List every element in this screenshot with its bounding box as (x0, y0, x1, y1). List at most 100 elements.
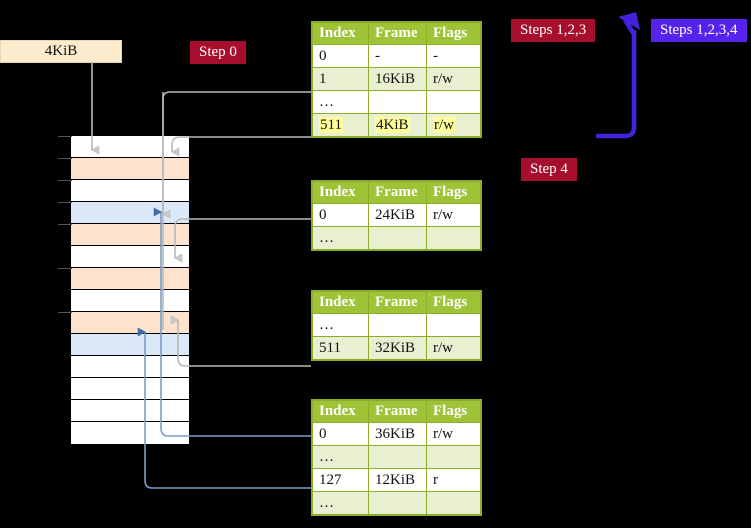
memory-tick (58, 224, 72, 225)
column-header-flags: Flags (426, 22, 481, 45)
table-row: … (312, 491, 481, 515)
memory-tick (58, 136, 72, 137)
table-cell (426, 445, 481, 469)
memory-frame-row (71, 400, 189, 422)
connector-table2-row0 (173, 218, 311, 263)
table-cell: … (312, 90, 369, 114)
table-cell: r/w (426, 422, 481, 446)
column-header-frame: Frame (368, 181, 427, 204)
memory-frame-row (71, 290, 189, 312)
table-row: 511 4KiB r/w (312, 113, 481, 137)
frame-label-4kib: 4KiB (0, 40, 122, 63)
table-cell: r/w (426, 203, 481, 227)
table-cell: r/w (426, 113, 481, 137)
table-cell (368, 90, 427, 114)
column-header-index: Index (312, 181, 369, 204)
memory-frame-row (71, 202, 189, 224)
table-cell: r/w (426, 67, 481, 91)
column-header-flags: Flags (426, 291, 481, 314)
column-header-frame: Frame (368, 22, 427, 45)
highlighted-value: 511 (319, 116, 343, 133)
column-header-flags: Flags (426, 400, 481, 423)
column-header-flags: Flags (426, 181, 481, 204)
connector-table3-row511 (170, 315, 311, 367)
badge-steps-123: Steps 1,2,3 (511, 19, 596, 42)
table-cell (426, 90, 481, 114)
memory-frame-row (71, 334, 189, 356)
memory-frame-row (71, 158, 189, 180)
memory-frame-row (71, 268, 189, 290)
memory-tick (58, 268, 72, 269)
badge-step-4: Step 4 (521, 158, 577, 181)
table-cell (368, 313, 427, 337)
highlighted-value: r/w (433, 116, 455, 133)
table-cell: - (426, 44, 481, 68)
table-cell: 24KiB (368, 203, 427, 227)
table-cell (368, 226, 427, 250)
memory-tick (58, 180, 72, 181)
table-cell: … (312, 445, 369, 469)
memory-frame-row (71, 180, 189, 202)
table-cell: 127 (312, 468, 369, 492)
column-header-index: Index (312, 291, 369, 314)
arrow-head-violet (618, 12, 640, 30)
table-cell: 0 (312, 44, 369, 68)
memory-frame-row (71, 136, 189, 158)
memory-tick (58, 202, 72, 203)
memory-tick (58, 158, 72, 159)
column-header-frame: Frame (368, 291, 427, 314)
physical-memory-column (70, 135, 190, 445)
table-row: … (312, 90, 481, 114)
column-header-index: Index (312, 400, 369, 423)
table-row: … (312, 226, 481, 250)
frame-label-text: 4KiB (44, 43, 78, 59)
table-cell (368, 491, 427, 515)
table-cell: r/w (426, 336, 481, 360)
memory-frame-row (71, 312, 189, 334)
table-cell: 0 (312, 422, 369, 446)
table-cell (426, 226, 481, 250)
table-cell: … (312, 491, 369, 515)
table-cell: … (312, 226, 369, 250)
arrow-steps-1234 (596, 30, 637, 139)
table-cell: 0 (312, 203, 369, 227)
memory-frame-row (71, 224, 189, 246)
column-header-frame: Frame (368, 400, 427, 423)
table-cell: 511 (312, 113, 369, 137)
memory-frame-row (71, 356, 189, 378)
table-cell: 4KiB (368, 113, 427, 137)
table-cell: 32KiB (368, 336, 427, 360)
table-cell: … (312, 313, 369, 337)
table-cell (426, 491, 481, 515)
table-cell: - (368, 44, 427, 68)
table-cell: 1 (312, 67, 369, 91)
badge-steps-1234: Steps 1,2,3,4 (651, 19, 747, 42)
table-row: 0-- (312, 44, 481, 68)
memory-frame-row (71, 246, 189, 268)
table-cell: 511 (312, 336, 369, 360)
column-header-index: Index (312, 22, 369, 45)
table-cell: r (426, 468, 481, 492)
table-cell: 36KiB (368, 422, 427, 446)
table-row: … (312, 313, 481, 337)
badge-step-0: Step 0 (190, 41, 246, 64)
memory-frame-row (71, 378, 189, 400)
table-cell (368, 445, 427, 469)
highlighted-value: 4KiB (375, 116, 410, 133)
connector-table1-row511 (170, 136, 311, 157)
table-row: … (312, 445, 481, 469)
